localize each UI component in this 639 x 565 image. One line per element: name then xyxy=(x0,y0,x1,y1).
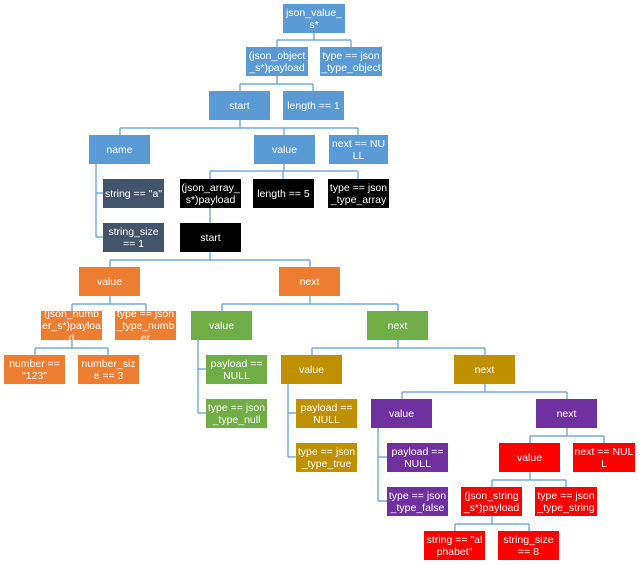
connector-line xyxy=(311,340,486,355)
connector-line xyxy=(197,340,206,414)
connector-line xyxy=(454,516,530,531)
element5-next-null-node: next == NULL xyxy=(573,443,635,472)
false-payload-node: payload == NULL xyxy=(387,443,448,472)
connector-line xyxy=(491,472,567,487)
array-payload-node: (json_array_s*)payload xyxy=(180,179,241,208)
element5-value-node: value xyxy=(499,443,560,472)
connector-line xyxy=(287,384,296,458)
true-type-node: type == json_type_true xyxy=(296,443,357,472)
connector-line xyxy=(239,76,314,91)
element-next-null-node: next == NULL xyxy=(329,135,388,164)
null-payload-node: payload == NULL xyxy=(206,355,267,384)
string-value-node: string == "alphabet" xyxy=(424,531,485,560)
false-type-node: type == json_type_false xyxy=(387,487,448,516)
number-size-node: number_size == 3 xyxy=(78,355,139,384)
array-start-node: start xyxy=(180,223,241,252)
element3-next-node: next xyxy=(454,355,515,384)
connector-line xyxy=(221,296,399,311)
connector-line xyxy=(209,164,359,179)
object-payload-node: (json_object_s*)payload xyxy=(246,47,308,76)
connector-line xyxy=(71,296,147,311)
connector-line xyxy=(377,428,387,502)
element-name-node: name xyxy=(89,135,150,164)
number-value-node: number == "123" xyxy=(4,355,65,384)
root-json-value-node: json_value_s* xyxy=(283,4,345,33)
string-size-node: string_size == 8 xyxy=(498,531,559,560)
element1-next-node: next xyxy=(279,267,340,296)
name-string-node: string == "a" xyxy=(103,179,164,208)
name-string-size-node: string_size == 1 xyxy=(103,223,164,252)
null-type-node: type == json_type_null xyxy=(206,399,267,428)
string-type-node: type == json_type_string xyxy=(535,487,597,516)
true-payload-node: payload == NULL xyxy=(296,399,357,428)
connector-line xyxy=(109,252,311,267)
array-type-node: type == json_type_array xyxy=(328,179,389,208)
object-type-node: type == json_type_object xyxy=(320,47,382,76)
element1-value-node: value xyxy=(79,267,140,296)
element2-next-node: next xyxy=(367,311,428,340)
number-payload-node: (json_number_s*)payload xyxy=(41,311,102,340)
element2-value-node: value xyxy=(191,311,252,340)
object-length-node: length == 1 xyxy=(283,91,344,120)
connector-line xyxy=(401,384,568,399)
number-type-node: type == json_type_number xyxy=(115,311,176,340)
connector-line xyxy=(276,33,352,47)
element4-value-node: value xyxy=(371,399,432,428)
connector-line xyxy=(119,120,359,135)
element-value-node: value xyxy=(254,135,315,164)
string-payload-node: (json_string_s*)payload xyxy=(461,487,522,516)
array-length-node: length == 5 xyxy=(253,179,314,208)
connector-line xyxy=(34,340,109,355)
object-start-node: start xyxy=(209,91,270,120)
connector-line xyxy=(95,164,103,238)
element3-value-node: value xyxy=(281,355,342,384)
connector-line xyxy=(529,428,605,443)
element4-next-node: next xyxy=(536,399,597,428)
